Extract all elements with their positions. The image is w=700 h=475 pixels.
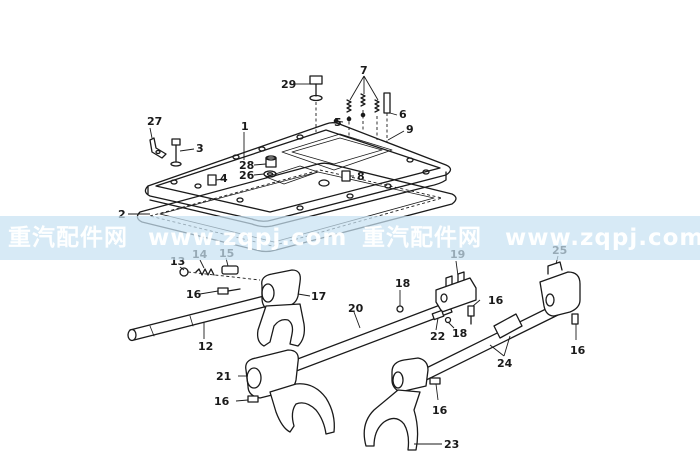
callout-7: 7 — [360, 64, 368, 77]
watermark-site-name-left: 重汽配件网 — [8, 225, 128, 251]
plug-part-28 — [265, 155, 277, 168]
watermark-band: 重汽配件网 www.zqpj.com 重汽配件网 www.zqpj.com — [0, 216, 700, 260]
balls-part-5 — [333, 112, 366, 124]
spring-part-14 — [195, 268, 215, 276]
bolt-part-29 — [309, 75, 323, 132]
pin-part-15 — [221, 265, 239, 275]
bolt-part-3 — [170, 138, 182, 167]
callout-9: 9 — [406, 123, 414, 136]
shift-fork-part-23 — [363, 357, 429, 451]
screw-part-16-b — [467, 305, 475, 325]
watermark-url-left: www.zqpj.com — [148, 225, 348, 251]
callout-22: 22 — [430, 330, 445, 343]
cover-plate — [144, 122, 452, 228]
shift-fork-part-19 — [435, 271, 477, 313]
callout-8: 8 — [357, 170, 365, 183]
shift-rod-part-12 — [127, 295, 269, 342]
screw-part-16-c — [571, 313, 579, 325]
callout-16-c: 16 — [570, 344, 586, 357]
watermark-url-right: www.zqpj.com — [505, 225, 700, 251]
callout-5: 5 — [334, 116, 342, 129]
shift-fork-part-17 — [256, 269, 306, 347]
plug-part-4 — [207, 174, 217, 186]
callout-21: 21 — [216, 370, 231, 383]
callout-16-a: 16 — [186, 288, 202, 301]
callout-18-a: 18 — [395, 277, 410, 290]
pin-part-6 — [383, 92, 391, 142]
callout-27: 27 — [147, 115, 162, 128]
screw-part-16-d — [247, 395, 259, 403]
plug-part-8 — [341, 170, 351, 182]
watermark-site-name-right: 重汽配件网 — [362, 225, 482, 251]
callout-12: 12 — [198, 340, 213, 353]
callout-16-e: 16 — [432, 404, 448, 417]
callout-4: 4 — [220, 172, 228, 185]
callout-28: 28 — [239, 159, 254, 172]
bracket-part-27 — [149, 137, 167, 159]
detent-part-13 — [179, 267, 189, 277]
callout-17: 17 — [311, 290, 326, 303]
leader-lines — [128, 75, 577, 445]
screw-part-16-a — [217, 287, 241, 295]
callout-6: 6 — [399, 108, 407, 121]
screw-part-16-e — [429, 377, 441, 385]
callout-26: 26 — [239, 169, 255, 182]
callout-16-d: 16 — [214, 395, 230, 408]
callout-20: 20 — [348, 302, 364, 315]
shift-fork-part-25 — [539, 261, 581, 317]
callout-1: 1 — [241, 120, 249, 133]
callout-2: 2 — [118, 208, 126, 221]
springs-part-7 — [346, 93, 380, 140]
pin-part-22 — [431, 309, 445, 321]
callout-24: 24 — [497, 357, 513, 370]
callout-29: 29 — [281, 78, 296, 91]
callout-18-b: 18 — [452, 327, 467, 340]
shift-fork-part-21 — [245, 349, 335, 435]
callout-16-b: 16 — [488, 294, 504, 307]
callout-3: 3 — [196, 142, 204, 155]
callout-23: 23 — [444, 438, 459, 451]
